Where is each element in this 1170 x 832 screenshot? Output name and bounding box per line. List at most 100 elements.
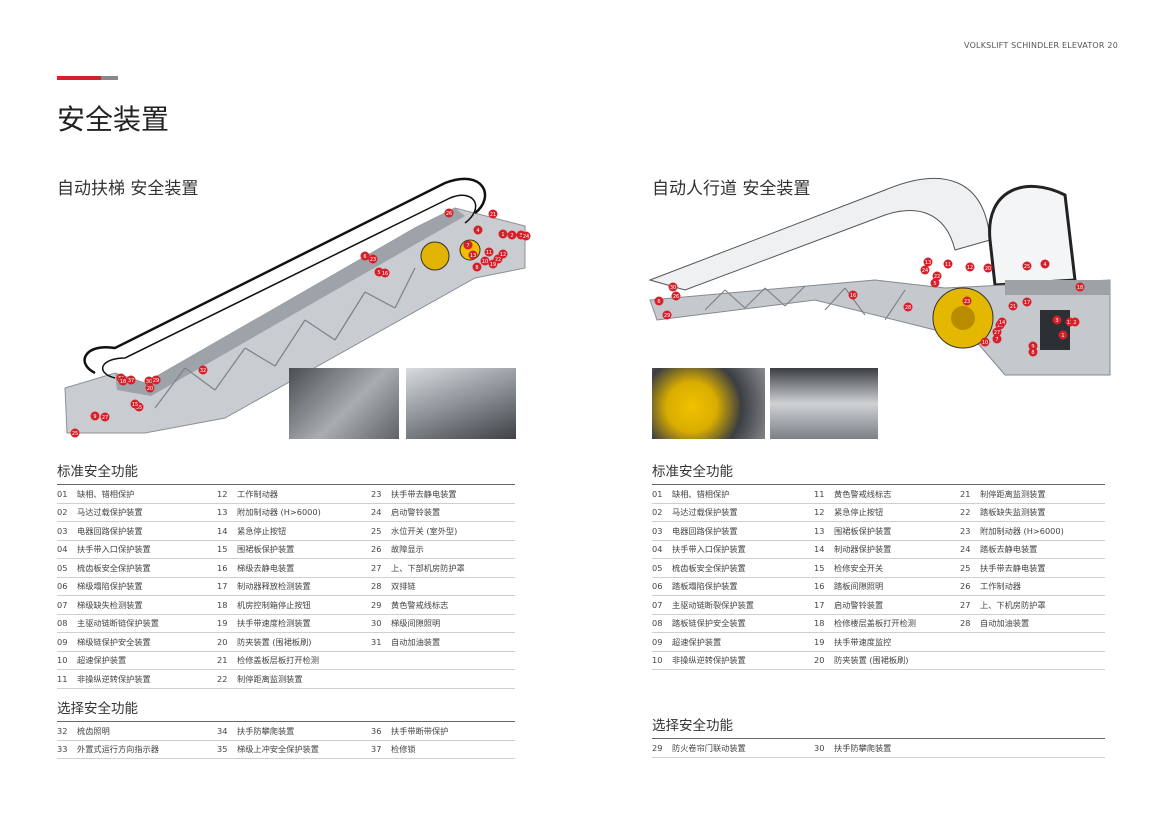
callout-marker <box>1028 347 1038 357</box>
callout-label: 22 <box>934 274 940 280</box>
callout-label: 29 <box>153 378 159 384</box>
callout-label: 11 <box>486 250 492 256</box>
escalator-standard-title: 标准安全功能 <box>57 464 138 480</box>
item-number: 19 <box>217 614 237 633</box>
callout-marker <box>1022 261 1032 271</box>
item-label: 启动警铃装置 <box>391 503 515 522</box>
item-number: 15 <box>814 558 834 578</box>
item-label: 双排链 <box>391 577 515 596</box>
item-label: 工作制动器 <box>980 577 1105 596</box>
item-number: 19 <box>814 632 834 652</box>
item-number: 01 <box>57 485 77 504</box>
callout-label: 6 <box>363 254 366 260</box>
item-label: 上、下机房防护罩 <box>980 595 1105 615</box>
callout-marker <box>488 209 498 219</box>
item-number: 11 <box>57 669 77 689</box>
callout-marker <box>484 247 494 257</box>
callout-label: 8 <box>1031 350 1034 356</box>
item-label: 电器回路保护装置 <box>672 521 814 541</box>
item-number: 22 <box>217 669 237 689</box>
item-number: 13 <box>217 503 237 522</box>
item-number: 12 <box>217 485 237 504</box>
item-label: 非操纵逆转保护装置 <box>77 669 217 689</box>
callout-marker <box>965 262 975 272</box>
page-title: 安全装置 <box>57 103 170 136</box>
item-label: 附加制动器 (H>6000) <box>980 521 1105 541</box>
item-label: 超速保护装置 <box>77 651 217 670</box>
callout-label: 14 <box>999 320 1005 326</box>
callout-label: 1 <box>501 232 504 238</box>
item-number: 29 <box>652 739 672 758</box>
escalator-optional-title: 选择安全功能 <box>57 701 138 717</box>
callout-marker <box>488 259 498 269</box>
item-label: 马达过载保护装置 <box>672 503 814 522</box>
callout-label: 26 <box>446 211 452 217</box>
callout-label: 18 <box>120 379 126 385</box>
escalator-photo-2 <box>406 368 516 439</box>
item-label: 外置式运行方向指示器 <box>77 740 217 759</box>
item-number: 25 <box>371 521 391 541</box>
callout-marker <box>1040 259 1050 269</box>
item-label: 水位开关 (室外型) <box>391 521 515 541</box>
callout-marker <box>903 302 913 312</box>
callout-marker <box>444 208 454 218</box>
item-number: 08 <box>652 614 672 633</box>
item-number: 23 <box>960 521 980 541</box>
item-number: 12 <box>814 503 834 522</box>
item-number: 02 <box>57 503 77 522</box>
item-label: 扶手带去静电装置 <box>980 558 1105 578</box>
item-label: 扶手带去静电装置 <box>391 485 515 504</box>
item-number: 05 <box>57 558 77 578</box>
callout-label: 32 <box>200 368 206 374</box>
item-number: 31 <box>371 632 391 652</box>
item-number: 16 <box>217 558 237 578</box>
callout-label: 28 <box>905 305 911 311</box>
item-label: 踏板间隙照明 <box>834 577 960 596</box>
callout-label: 29 <box>664 313 670 319</box>
item-number <box>371 651 391 670</box>
item-label: 制动器释放检测装置 <box>237 577 371 596</box>
item-number: 05 <box>652 558 672 578</box>
brand-header: VOLKSLIFT SCHINDLER ELEVATOR 20 <box>964 41 1118 50</box>
item-label: 机房控制箱停止按钮 <box>237 595 371 615</box>
item-label: 踏板链保护安全装置 <box>672 614 814 633</box>
item-label: 扶手防攀爬装置 <box>237 722 371 741</box>
item-label: 主驱动链断链保护装置 <box>77 614 217 633</box>
item-label: 马达过载保护装置 <box>77 503 217 522</box>
callout-marker <box>198 365 208 375</box>
item-label: 工作制动器 <box>237 485 371 504</box>
item-label: 缺相、错相保护 <box>672 485 814 504</box>
callout-marker <box>498 229 508 239</box>
callout-marker <box>126 375 136 385</box>
item-number: 11 <box>814 485 834 504</box>
item-label: 梯级上冲安全保护装置 <box>237 740 371 759</box>
item-number: 08 <box>57 614 77 633</box>
item-label: 围裙板保护装置 <box>237 540 371 559</box>
item-label <box>391 651 515 670</box>
callout-label: 5 <box>933 281 936 287</box>
callout-label: 30 <box>146 379 152 385</box>
callout-label: 26 <box>673 294 679 300</box>
item-number: 14 <box>217 521 237 541</box>
item-number: 17 <box>814 595 834 615</box>
callout-label: 16 <box>382 271 388 277</box>
callout-label: 11 <box>945 262 951 268</box>
callout-marker <box>1008 301 1018 311</box>
escalator-standard-rule <box>57 484 515 485</box>
item-number: 35 <box>217 740 237 759</box>
item-number: 22 <box>960 503 980 522</box>
item-label: 踏板塌陷保护装置 <box>672 577 814 596</box>
callout-marker <box>962 296 972 306</box>
callout-label: 19 <box>490 262 496 268</box>
callout-label: 25 <box>1024 264 1030 270</box>
callout-marker <box>360 251 370 261</box>
item-label: 黄色警戒线标志 <box>391 595 515 615</box>
item-label: 梯级缺失检测装置 <box>77 595 217 615</box>
